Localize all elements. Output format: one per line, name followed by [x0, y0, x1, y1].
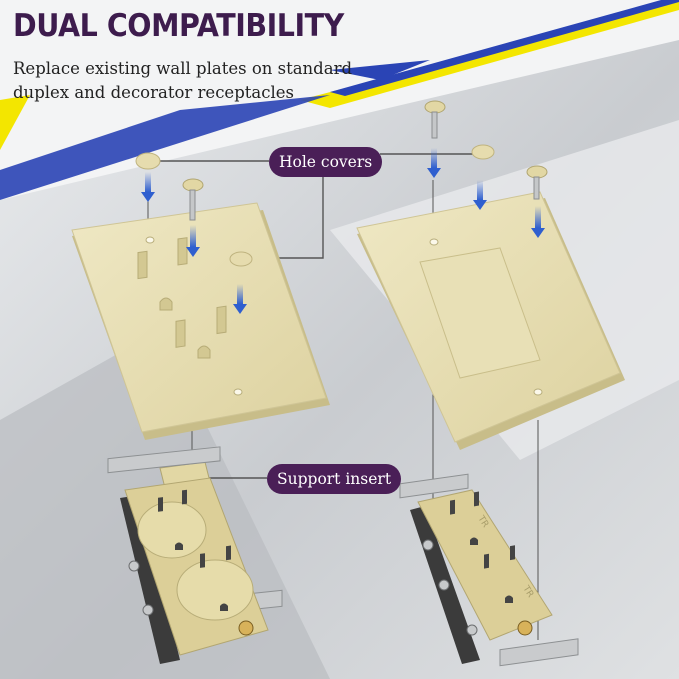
subheading: Replace existing wall plates on standard… [13, 59, 353, 102]
mounting-strap [399, 473, 469, 499]
hole-covers [135, 144, 495, 267]
down-arrow-icon [427, 148, 441, 178]
outlet-face-lower [175, 305, 227, 359]
down-arrow-icon [186, 225, 200, 257]
mounting-strap [107, 446, 221, 474]
decorator-opening [419, 247, 541, 379]
decorator-receptacle: TR TR [399, 473, 579, 667]
duplex-receptacle [107, 446, 283, 664]
headline: DUAL COMPATIBILITY [13, 8, 344, 44]
down-arrow-icon [531, 206, 545, 238]
screws [182, 100, 548, 221]
hole-covers-callout: Hole covers [269, 147, 383, 177]
duplex-wall-plate [71, 202, 330, 440]
outlet-face-upper [137, 237, 188, 311]
down-arrow-icon [233, 284, 247, 314]
mounting-strap [499, 638, 579, 667]
screw-hole [533, 388, 543, 396]
screw-hole [429, 238, 439, 246]
terminal-screw [422, 539, 434, 551]
hole-cover-cap [229, 251, 253, 267]
blue-stripe-mid [330, 60, 430, 80]
terminal-screw [142, 604, 154, 616]
hole-cover-cap [471, 144, 495, 160]
receptacle-side [120, 495, 180, 664]
leader-lines [160, 153, 481, 479]
terminal-screw [517, 620, 533, 636]
screw [526, 165, 548, 200]
blue-stripe-top [330, 0, 679, 96]
decorator-wall-plate [356, 191, 625, 450]
hole-cover-cap [135, 152, 161, 170]
down-arrow-icon [141, 172, 155, 202]
terminal-screw [438, 579, 450, 591]
support-insert-callout: Support insert [267, 464, 402, 494]
down-arrow-icon [473, 180, 487, 210]
screw [182, 178, 204, 221]
terminal-screw [128, 560, 140, 572]
terminal-screw [238, 620, 254, 636]
screw [424, 100, 446, 139]
yellow-stripe-left [0, 95, 30, 150]
outlet-face-bottom [176, 559, 254, 621]
blue-stripe-left [0, 95, 330, 200]
outlet-face-top [137, 501, 207, 559]
terminal-screw [466, 624, 478, 636]
screw-hole [233, 388, 243, 396]
screw-hole [145, 236, 155, 244]
